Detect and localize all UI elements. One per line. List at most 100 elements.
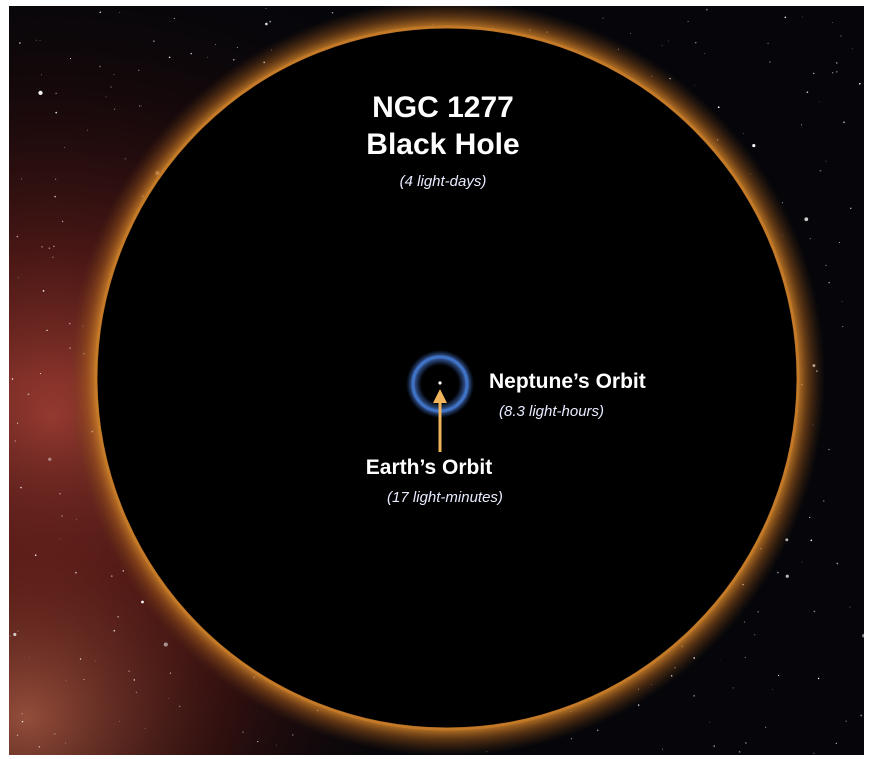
star xyxy=(133,679,136,681)
star xyxy=(832,22,834,23)
star xyxy=(276,744,278,746)
star xyxy=(55,178,57,180)
black-hole-title-line2: Black Hole xyxy=(366,128,520,161)
star xyxy=(717,106,720,109)
star xyxy=(41,74,42,76)
star xyxy=(732,687,734,689)
star xyxy=(19,43,20,44)
star xyxy=(813,72,815,75)
star xyxy=(110,86,112,88)
star xyxy=(843,121,845,124)
star xyxy=(163,642,168,647)
star xyxy=(331,12,334,14)
star xyxy=(64,147,66,148)
star xyxy=(117,616,119,618)
star xyxy=(76,518,77,520)
star xyxy=(754,634,756,636)
star xyxy=(55,111,58,114)
star xyxy=(257,741,259,743)
star xyxy=(34,554,37,556)
star xyxy=(21,178,23,180)
star xyxy=(19,42,21,44)
star xyxy=(822,500,825,502)
star xyxy=(743,621,745,623)
star xyxy=(124,158,126,160)
star xyxy=(39,40,41,41)
star xyxy=(54,195,56,198)
star xyxy=(818,101,820,102)
star xyxy=(110,575,113,577)
star xyxy=(17,422,19,424)
star xyxy=(752,144,756,148)
star xyxy=(836,562,839,565)
star xyxy=(693,695,695,697)
star xyxy=(105,96,107,98)
scene-svg xyxy=(9,6,864,755)
star xyxy=(113,629,116,632)
star xyxy=(769,61,771,63)
star xyxy=(720,660,721,661)
star xyxy=(777,674,780,677)
star xyxy=(839,242,840,243)
star xyxy=(59,538,61,540)
star xyxy=(269,20,272,23)
space-background: NGC 1277 Black Hole (4 light-days) Neptu… xyxy=(9,6,864,755)
star xyxy=(661,45,663,47)
neptune-orbit-label: Neptune’s Orbit xyxy=(489,370,646,393)
star xyxy=(704,53,706,54)
star xyxy=(570,738,572,740)
star xyxy=(862,633,864,638)
star xyxy=(706,8,708,11)
star xyxy=(41,246,43,248)
star xyxy=(851,48,853,49)
star xyxy=(801,561,803,563)
neptune-orbit-size: (8.3 light-hours) xyxy=(499,403,605,420)
star xyxy=(75,571,77,574)
star xyxy=(745,742,747,744)
star xyxy=(128,670,130,673)
star xyxy=(83,678,85,681)
star xyxy=(21,713,23,715)
star xyxy=(804,217,809,222)
star xyxy=(637,704,640,706)
star xyxy=(757,611,759,613)
star xyxy=(744,656,746,658)
star xyxy=(119,720,121,722)
star xyxy=(841,301,843,302)
star xyxy=(828,281,830,284)
star xyxy=(695,42,697,44)
star xyxy=(21,720,24,723)
star xyxy=(190,52,192,55)
star xyxy=(29,657,31,659)
star xyxy=(291,734,294,736)
event-horizon-edge xyxy=(94,25,800,731)
star xyxy=(113,74,115,75)
star xyxy=(738,751,741,753)
star xyxy=(179,705,181,707)
star xyxy=(265,22,268,26)
star xyxy=(144,728,146,730)
star xyxy=(661,748,664,750)
star xyxy=(629,33,631,34)
star xyxy=(742,133,744,135)
star xyxy=(813,752,815,754)
star xyxy=(801,124,802,126)
star xyxy=(95,660,96,662)
star xyxy=(845,720,847,722)
star xyxy=(842,326,844,328)
star xyxy=(809,516,811,518)
star xyxy=(836,71,838,73)
star xyxy=(828,448,830,451)
star xyxy=(215,44,216,45)
star xyxy=(840,35,842,37)
star xyxy=(99,11,102,13)
star xyxy=(138,69,140,71)
star xyxy=(168,56,171,59)
star xyxy=(17,630,19,632)
star xyxy=(236,46,238,48)
star xyxy=(850,207,852,209)
star xyxy=(785,574,789,578)
star xyxy=(11,378,14,380)
star xyxy=(69,58,72,60)
star xyxy=(9,635,11,637)
